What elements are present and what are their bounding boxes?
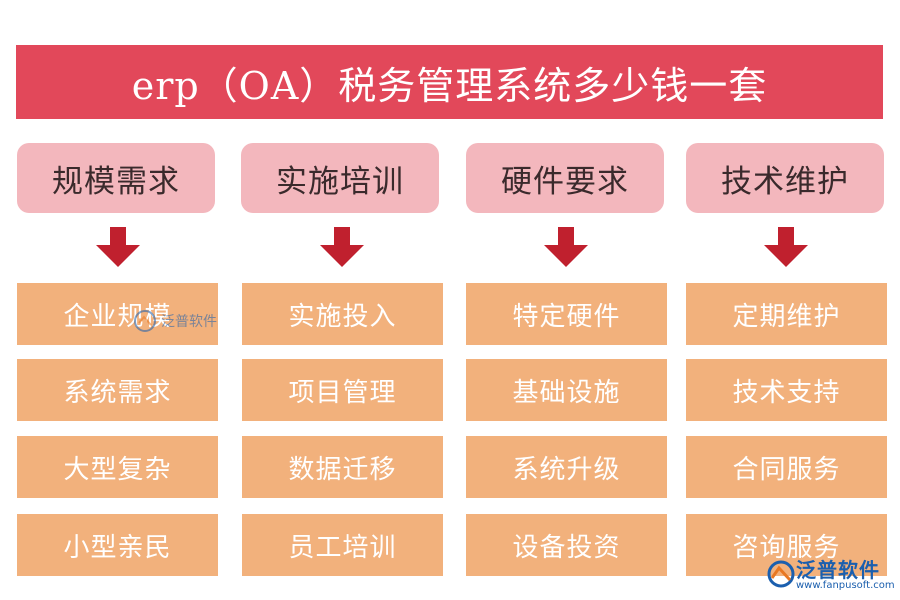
diagram-title: erp（OA）税务管理系统多少钱一套 bbox=[16, 45, 883, 119]
column-header: 技术维护 bbox=[686, 143, 884, 213]
item-box: 数据迁移 bbox=[242, 436, 443, 498]
item-box: 员工培训 bbox=[242, 514, 443, 576]
item-box: 系统需求 bbox=[17, 359, 218, 421]
down-arrow-icon bbox=[544, 227, 588, 267]
item-box: 实施投入 bbox=[242, 283, 443, 345]
item-box: 大型复杂 bbox=[17, 436, 218, 498]
watermark-logo-icon bbox=[134, 310, 156, 332]
brand-logo: 泛普软件 www.fanpusoft.com bbox=[766, 552, 896, 596]
item-box: 系统升级 bbox=[466, 436, 667, 498]
down-arrow-icon bbox=[764, 227, 808, 267]
item-box: 设备投资 bbox=[466, 514, 667, 576]
down-arrow-icon bbox=[320, 227, 364, 267]
down-arrow-icon bbox=[96, 227, 140, 267]
brand-logo-name: 泛普软件 bbox=[796, 558, 880, 582]
item-box: 项目管理 bbox=[242, 359, 443, 421]
item-box: 企业规模 bbox=[17, 283, 218, 345]
column-header: 硬件要求 bbox=[466, 143, 664, 213]
brand-logo-icon bbox=[767, 560, 795, 588]
watermark-text: 泛普软件 bbox=[161, 314, 217, 330]
item-box: 合同服务 bbox=[686, 436, 887, 498]
brand-logo-url: www.fanpusoft.com bbox=[796, 580, 895, 591]
item-box: 技术支持 bbox=[686, 359, 887, 421]
item-box: 定期维护 bbox=[686, 283, 887, 345]
item-box: 基础设施 bbox=[466, 359, 667, 421]
item-box: 咨询服务 bbox=[686, 514, 887, 576]
item-box: 特定硬件 bbox=[466, 283, 667, 345]
column-header: 规模需求 bbox=[17, 143, 215, 213]
diagram-title-text: erp（OA）税务管理系统多少钱一套 bbox=[131, 63, 768, 108]
item-box: 小型亲民 bbox=[17, 514, 218, 576]
watermark: 泛普软件 bbox=[133, 304, 243, 338]
column-header: 实施培训 bbox=[241, 143, 439, 213]
